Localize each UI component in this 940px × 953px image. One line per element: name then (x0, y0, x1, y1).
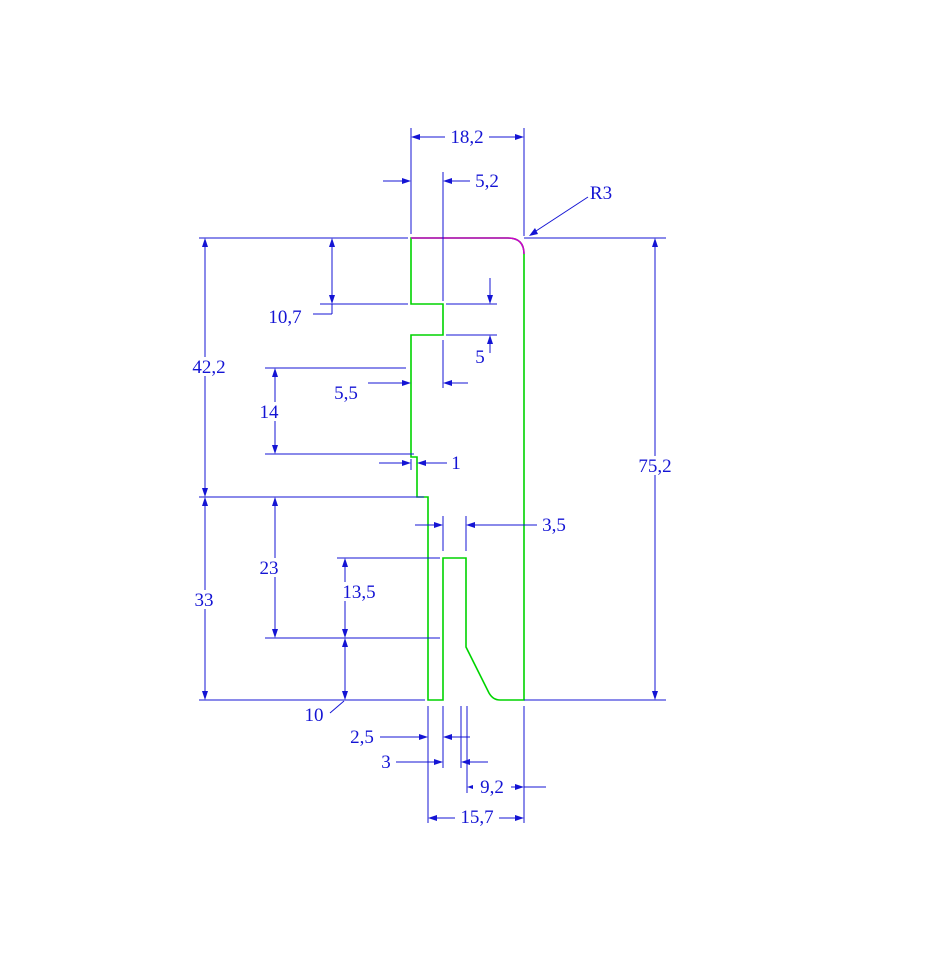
dimension-lines (204, 136, 656, 819)
dim-label-upper-section-height: 42,2 (192, 357, 225, 378)
dim-label-top-width: 18,2 (450, 127, 483, 148)
dim-label-slot-width-lower: 3 (381, 752, 391, 773)
dim-label-lower-section-height: 33 (195, 590, 214, 611)
profile-outline (410, 237, 525, 701)
dimension-arrows (202, 134, 658, 821)
dim-label-corner-radius: R3 (590, 183, 612, 204)
dim-label-groove-height: 5 (475, 347, 485, 368)
dim-label-small-step: 1 (451, 453, 461, 474)
dim-label-mid-section-height: 14 (260, 402, 280, 423)
dim-label-bottom-width: 15,7 (460, 807, 493, 828)
dim-label-slot-width-upper: 3,5 (542, 515, 566, 536)
dim-label-groove-depth-offset: 5,2 (475, 171, 499, 192)
profile-top-edge-highlight (411, 237, 525, 255)
dim-label-foot-height: 10 (305, 705, 324, 726)
dim-label-slot-depth: 13,5 (342, 582, 375, 603)
label-backgrounds (187, 127, 677, 826)
dim-label-bottom-right-width: 9,2 (480, 777, 504, 798)
dim-label-below-groove-offset: 5,5 (334, 383, 358, 404)
dim-label-lower-mid-height: 23 (260, 558, 279, 579)
dim-label-overall-height: 75,2 (638, 456, 671, 477)
dim-label-bottom-lip-width: 2,5 (350, 727, 374, 748)
dim-label-top-to-groove: 10,7 (268, 307, 301, 328)
dimension-labels: 18,2 5,2 R3 10,7 42,2 5 5,5 14 1 75,2 3,… (192, 127, 671, 828)
extension-lines (199, 128, 666, 823)
